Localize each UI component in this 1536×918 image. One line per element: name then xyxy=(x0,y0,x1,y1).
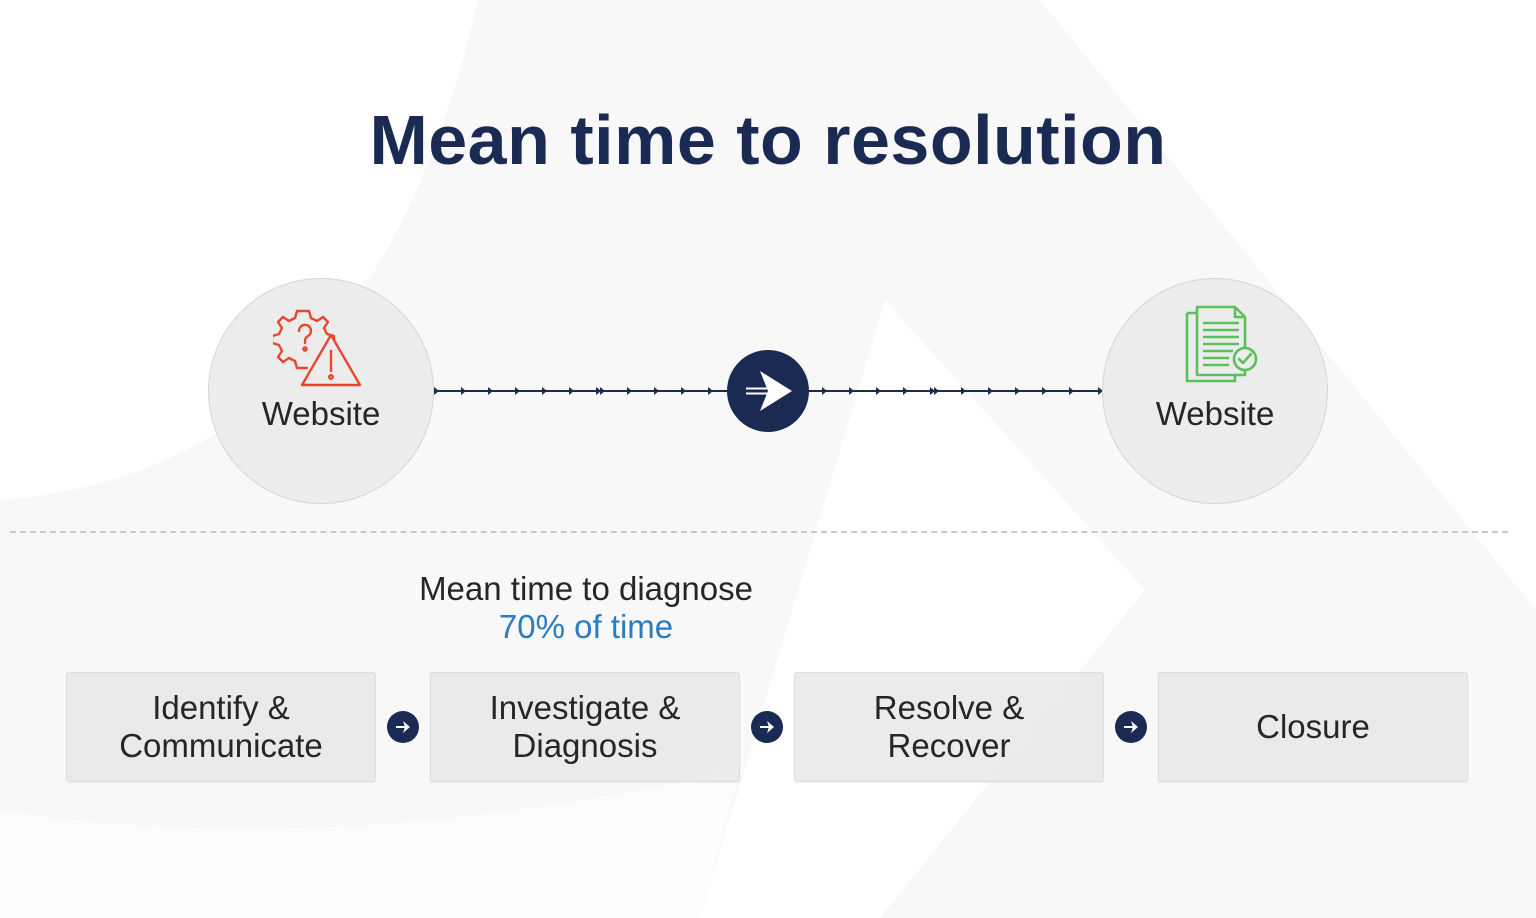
arrow-right-circle-icon xyxy=(1115,711,1147,743)
arrow-right-circle-icon xyxy=(387,711,419,743)
page-title: Mean time to resolution xyxy=(369,101,1167,179)
diagnose-share: 70% of time xyxy=(498,608,674,645)
step-label: Resolve & Recover xyxy=(873,689,1025,764)
step-label: Identify & Communicate xyxy=(119,689,323,764)
end-node-website: Website xyxy=(1102,278,1328,504)
documents-checkmark-icon xyxy=(1185,305,1258,383)
step-label: Investigate & Diagnosis xyxy=(489,689,681,764)
step-investigate-diagnosis: Investigate & Diagnosis xyxy=(430,672,740,782)
section-divider xyxy=(10,531,1508,533)
diagnose-label: Mean time to diagnose xyxy=(419,570,753,607)
start-node-label: Website xyxy=(261,395,381,432)
hub-paper-plane xyxy=(727,350,809,432)
paper-plane-arrow-icon xyxy=(746,371,792,411)
step-closure: Closure xyxy=(1158,672,1468,782)
start-node-website: Website xyxy=(208,278,434,504)
step-identify-communicate: Identify & Communicate xyxy=(66,672,376,782)
step-label: Closure xyxy=(1256,708,1370,745)
gear-question-warning-icon xyxy=(273,309,362,387)
step-resolve-recover: Resolve & Recover xyxy=(794,672,1104,782)
mean-time-to-diagnose-callout: Mean time to diagnose 70% of time xyxy=(376,570,796,646)
arrow-right-circle-icon xyxy=(751,711,783,743)
end-node-label: Website xyxy=(1155,395,1275,432)
